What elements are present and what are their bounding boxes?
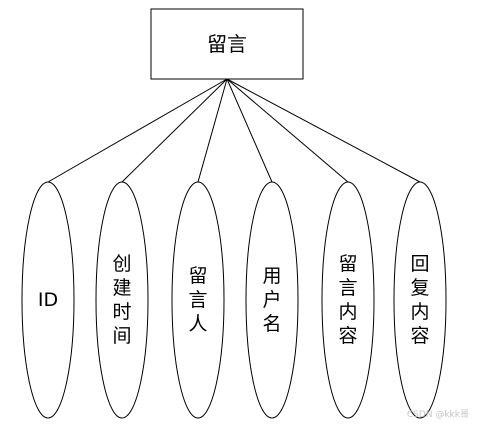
connector-line — [197, 78, 228, 183]
attribute-nodes: ID 创建时间 留言人 用户名 留言内容 回复内容 — [21, 181, 447, 419]
attribute-label: 留言内容 — [338, 253, 357, 347]
attribute-node: 留言人 — [171, 181, 225, 419]
entity-box — [150, 8, 304, 80]
attribute-label: 用户名 — [262, 265, 281, 335]
attribute-node: 创建时间 — [95, 181, 149, 419]
connector-line — [226, 78, 273, 183]
attribute-ellipse — [21, 181, 75, 419]
attribute-node: 回复内容 — [393, 181, 447, 419]
attribute-label: ID — [38, 289, 58, 311]
attribute-node: 用户名 — [245, 181, 299, 419]
entity-label: 留言 — [207, 32, 247, 56]
connector-line — [226, 78, 349, 183]
entity-node: 留言 — [150, 8, 304, 80]
connector-line — [226, 78, 421, 183]
connector-line — [47, 78, 228, 183]
attribute-ellipse — [393, 181, 447, 419]
attribute-label: 回复内容 — [410, 253, 429, 347]
attribute-label: 创建时间 — [112, 253, 131, 347]
connector-line — [121, 78, 228, 183]
connector-lines — [47, 78, 421, 183]
attribute-node: ID — [21, 181, 75, 419]
attribute-ellipse — [245, 181, 299, 419]
attribute-ellipse — [95, 181, 149, 419]
watermark: CSDN @kkk哥 — [406, 410, 469, 420]
attribute-ellipse — [321, 181, 375, 419]
attribute-ellipse — [171, 181, 225, 419]
attribute-label: 留言人 — [188, 265, 207, 335]
attribute-node: 留言内容 — [321, 181, 375, 419]
